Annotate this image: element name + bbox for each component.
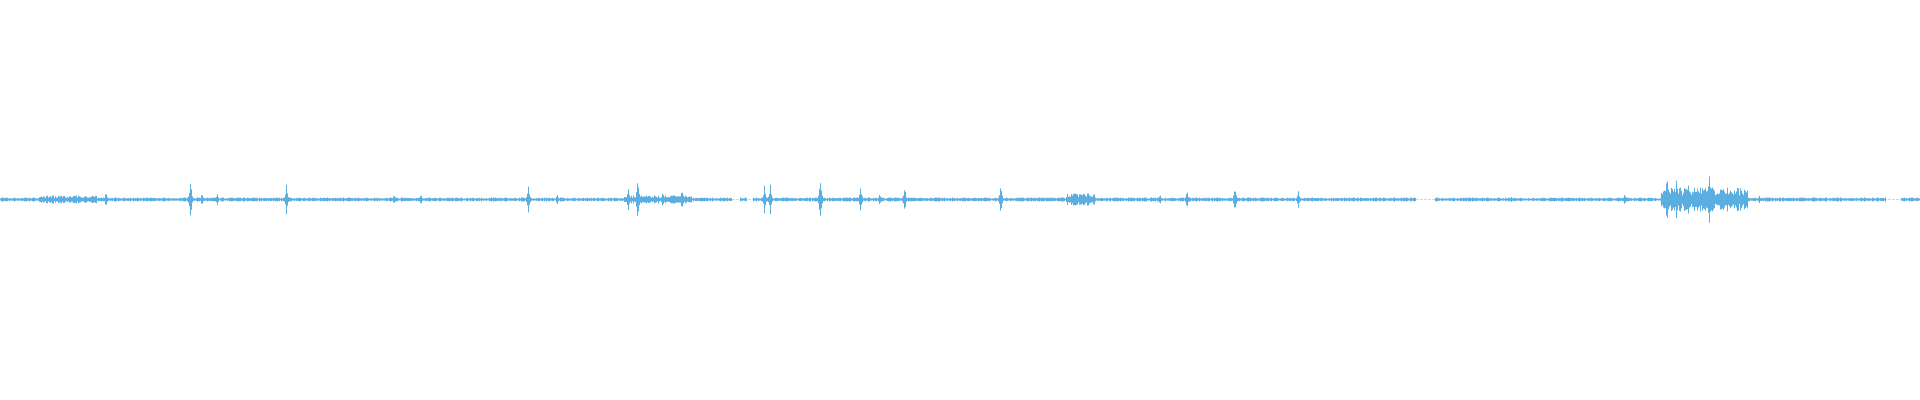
waveform-samples [0, 176, 1920, 223]
